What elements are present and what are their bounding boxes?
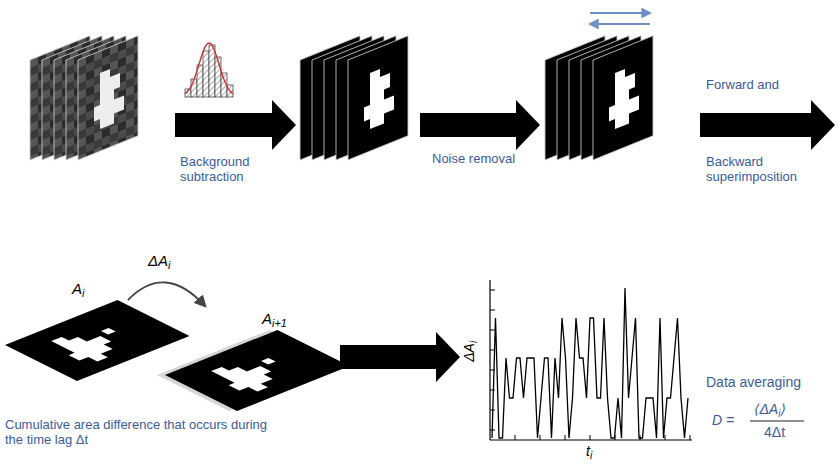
fraction-bar <box>750 420 804 421</box>
text-group: ⟨ΔAi⟩ <box>754 401 786 420</box>
histogram <box>185 43 233 97</box>
text-group: Ai+1 <box>262 310 287 330</box>
binary-image <box>157 328 350 413</box>
label: Background subtraction <box>180 154 249 184</box>
label: ΔA <box>461 343 477 362</box>
subscript: i+1 <box>272 317 287 329</box>
text-group: Background subtraction <box>180 155 272 185</box>
text-group: D = <box>712 412 734 428</box>
text-group: ΔAi <box>461 341 480 362</box>
label: A <box>72 280 82 297</box>
label: ⟨ΔA <box>754 401 778 417</box>
label: ⟩ <box>780 401 785 417</box>
label: ΔA <box>148 252 168 269</box>
subscript: i <box>468 341 479 343</box>
binary-image <box>5 300 190 381</box>
label: A <box>262 310 272 327</box>
text-group: Backward superimposition <box>706 155 818 185</box>
text-group: ΔAi <box>148 252 170 272</box>
label: Forward and <box>706 77 779 92</box>
label: 4Δt <box>764 424 785 440</box>
text-group: Data averaging <box>706 374 801 390</box>
label: D = <box>712 412 734 428</box>
text-group: Ai <box>72 280 84 300</box>
text-group: Noise removal <box>432 152 515 167</box>
label: Noise removal <box>432 151 515 166</box>
label: Data averaging <box>706 374 801 390</box>
frame-stack <box>545 36 653 160</box>
frame-stack <box>30 36 138 160</box>
subscript: i <box>82 287 84 299</box>
subscript: i <box>590 450 592 461</box>
label: Cumulative area difference that occurs d… <box>5 417 267 447</box>
text-group: Cumulative area difference that occurs d… <box>5 418 273 448</box>
frame-stack <box>300 36 408 160</box>
subscript: i <box>168 259 170 271</box>
curved-arrow <box>128 282 205 306</box>
block-arrow <box>420 100 540 150</box>
direction-arrows <box>590 13 650 24</box>
label: Backward superimposition <box>706 154 797 184</box>
area-difference-plot <box>490 280 692 440</box>
label: t <box>586 443 590 459</box>
block-arrow <box>340 332 460 382</box>
text-group: Forward and <box>706 78 779 93</box>
block-arrow <box>175 100 296 150</box>
text-group: 4Δt <box>764 424 785 440</box>
block-arrow <box>700 100 835 150</box>
subscript: i <box>778 408 780 419</box>
text-group: ti <box>586 443 592 462</box>
